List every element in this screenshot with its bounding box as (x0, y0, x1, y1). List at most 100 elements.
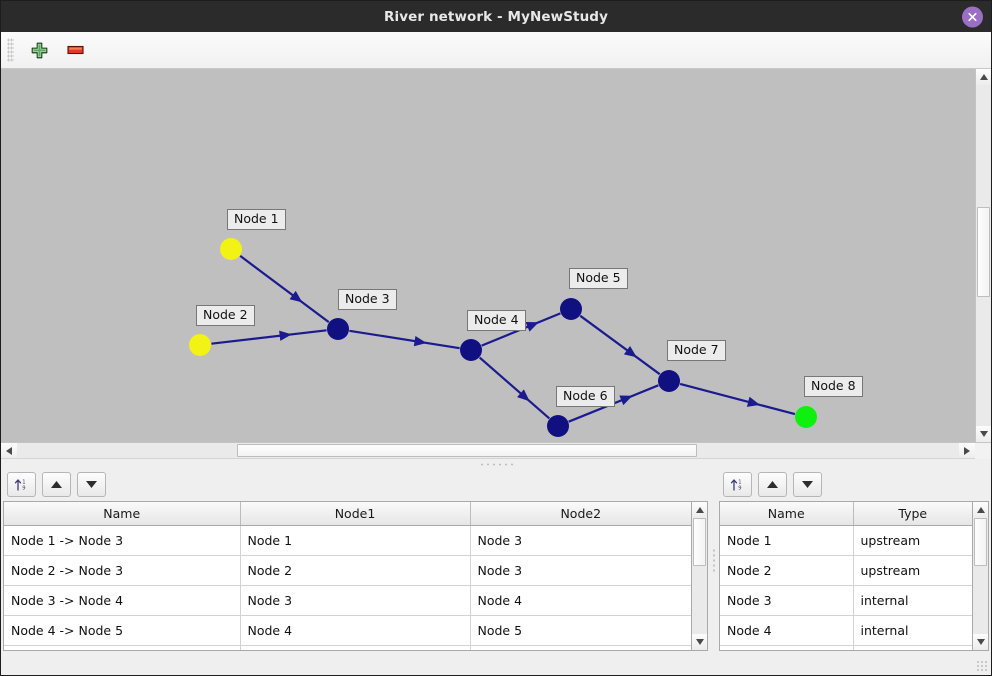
graph-node[interactable] (658, 370, 680, 392)
horizontal-splitter[interactable] (710, 468, 717, 653)
graph-node-label[interactable]: Node 2 (196, 305, 255, 326)
scroll-left-button[interactable] (1, 443, 17, 458)
column-header[interactable]: Node1 (240, 502, 471, 526)
table-cell[interactable]: Node 3 (240, 585, 471, 616)
resize-grip[interactable] (976, 660, 988, 672)
table-cell[interactable] (853, 645, 972, 650)
table-cell[interactable]: Node 4 (470, 585, 691, 616)
table-cell[interactable]: internal (853, 585, 972, 616)
graph-edge[interactable] (349, 329, 460, 350)
branch-sort-button[interactable]: 1 9 (7, 472, 36, 497)
table-cell[interactable] (240, 645, 471, 650)
graph-node-label[interactable]: Node 1 (227, 209, 286, 230)
graph-edge[interactable] (239, 255, 330, 323)
graph-node[interactable] (327, 318, 349, 340)
table-row[interactable] (720, 645, 972, 650)
delete-node-button[interactable] (62, 37, 88, 63)
graph-node-label[interactable]: Node 7 (667, 340, 726, 361)
table-cell[interactable]: Node 3 (470, 525, 691, 556)
graph-node[interactable] (189, 334, 211, 356)
network-canvas[interactable]: Node 1 Node 2 Node 3 Node 4 Node 5 Node 6 Node… (1, 69, 975, 442)
canvas-hscroll-thumb[interactable] (237, 444, 697, 457)
graph-node-label[interactable]: Node 5 (569, 268, 628, 289)
column-header[interactable]: Node2 (470, 502, 691, 526)
graph-edge[interactable] (679, 382, 796, 416)
canvas-vertical-scrollbar[interactable] (975, 69, 991, 442)
column-header[interactable]: Name (4, 502, 241, 526)
table-cell[interactable]: upstream (853, 525, 972, 556)
branch-scroll-down-button[interactable] (692, 634, 707, 650)
graph-node[interactable] (547, 415, 569, 437)
node-move-down-button[interactable] (793, 472, 822, 497)
graph-node-label[interactable]: Node 6 (556, 386, 615, 407)
scroll-right-button[interactable] (959, 443, 975, 458)
toolbar-drag-handle[interactable] (7, 38, 14, 62)
table-cell[interactable] (470, 645, 691, 650)
table-cell[interactable]: Node 4 (720, 615, 854, 646)
column-header[interactable]: Type (853, 502, 972, 526)
graph-edge[interactable] (211, 329, 327, 345)
node-scroll-down-button[interactable] (973, 634, 988, 650)
table-cell[interactable]: Node 4 -> Node 5 (4, 615, 241, 646)
canvas-hscroll-track[interactable] (17, 443, 959, 458)
column-header[interactable]: Name (720, 502, 854, 526)
graph-edge[interactable] (579, 314, 661, 376)
add-node-button[interactable] (26, 37, 52, 63)
table-cell[interactable]: Node 5 (470, 615, 691, 646)
graph-node[interactable] (795, 406, 817, 428)
table-cell[interactable]: Node 2 (240, 555, 471, 586)
table-cell[interactable]: Node 3 -> Node 4 (4, 585, 241, 616)
scroll-up-button[interactable] (976, 69, 991, 85)
graph-node[interactable] (220, 238, 242, 260)
node-scroll-track[interactable] (973, 518, 988, 634)
arrow-down-icon (86, 481, 97, 488)
table-cell[interactable] (4, 645, 241, 650)
graph-node[interactable] (460, 339, 482, 361)
scroll-down-button[interactable] (976, 426, 991, 442)
branch-move-down-button[interactable] (77, 472, 106, 497)
table-cell[interactable]: upstream (853, 555, 972, 586)
graph-node-label[interactable]: Node 3 (338, 289, 397, 310)
node-move-up-button[interactable] (758, 472, 787, 497)
branch-scroll-track[interactable] (692, 518, 707, 634)
table-cell[interactable]: Node 4 (240, 615, 471, 646)
graph-edge[interactable] (478, 356, 551, 420)
table-cell[interactable]: Node 3 (470, 555, 691, 586)
branch-scroll-up-button[interactable] (692, 502, 707, 518)
node-scroll-thumb[interactable] (974, 518, 987, 566)
close-button[interactable] (962, 6, 983, 27)
node-scroll-up-button[interactable] (973, 502, 988, 518)
branch-table-scrollbar[interactable] (692, 501, 708, 651)
table-cell[interactable]: Node 2 -> Node 3 (4, 555, 241, 586)
table-cell[interactable]: Node 1 (240, 525, 471, 556)
table-cell[interactable]: Node 1 (720, 525, 854, 556)
table-cell[interactable]: Node 2 (720, 555, 854, 586)
table-row[interactable] (4, 645, 691, 650)
table-cell[interactable]: internal (853, 615, 972, 646)
edge-arrow-icon (279, 330, 292, 341)
graph-node-label[interactable]: Node 8 (804, 376, 863, 397)
graph-node[interactable] (560, 298, 582, 320)
canvas-vscroll-track[interactable] (976, 85, 991, 426)
branch-move-up-button[interactable] (42, 472, 71, 497)
canvas-horizontal-scrollbar[interactable] (1, 442, 991, 459)
table-cell[interactable]: Node 1 -> Node 3 (4, 525, 241, 556)
branch-scroll-thumb[interactable] (693, 518, 706, 566)
canvas-vscroll-thumb[interactable] (977, 207, 990, 297)
node-table-scrollbar[interactable] (973, 501, 989, 651)
graph-node-label[interactable]: Node 4 (467, 310, 526, 331)
vertical-splitter[interactable] (1, 458, 991, 468)
table-cell[interactable] (720, 645, 854, 650)
node-sort-button[interactable]: 1 9 (723, 472, 752, 497)
table-cell[interactable]: Node 3 (720, 585, 854, 616)
